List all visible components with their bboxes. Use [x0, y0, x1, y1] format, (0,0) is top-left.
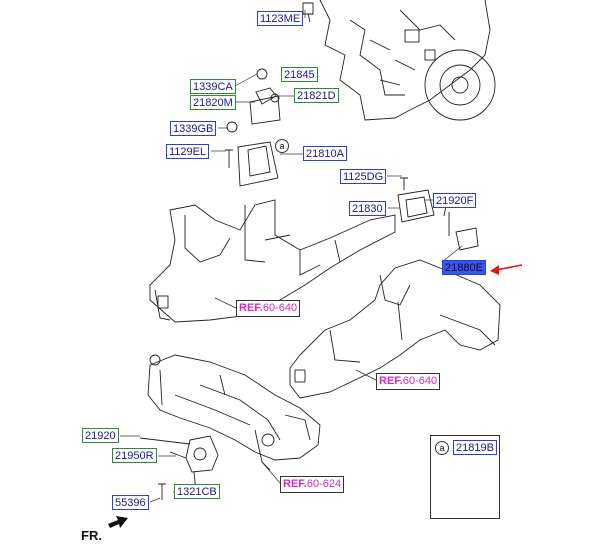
part-label-21821d[interactable]: 21821D — [294, 88, 339, 103]
bolt-1123me-drawing — [302, 2, 314, 23]
leader-lines — [120, 10, 463, 503]
front-direction-arrow — [108, 516, 128, 528]
front-side-member-right-drawing — [289, 259, 501, 399]
ref-number: 60-640 — [262, 302, 298, 314]
reference-box-3[interactable]: REF.60-624 — [280, 476, 345, 493]
part-label-1339gb[interactable]: 1339GB — [170, 121, 217, 136]
part-label-21810a[interactable]: 21810A — [303, 146, 347, 161]
reference-box-2[interactable]: REF.60-640 — [376, 373, 441, 390]
part-label-1339ca[interactable]: 1339CA — [190, 79, 236, 94]
ref-number: 60-640 — [402, 375, 438, 387]
part-label-1129el[interactable]: 1129EL — [166, 144, 210, 159]
part-label-21920[interactable]: 21920 — [82, 428, 119, 443]
transmission-mount-drawing — [397, 177, 479, 251]
part-label-21880e-highlighted[interactable]: 21880E — [442, 260, 486, 275]
callout-a-marker-inset: a — [435, 440, 449, 455]
callout-a-marker: a — [275, 139, 289, 153]
ref-prefix: REF. — [379, 375, 403, 387]
part-label-1321cb[interactable]: 1321CB — [174, 484, 220, 499]
part-label-55396[interactable]: 55396 — [112, 495, 149, 510]
part-label-21830[interactable]: 21830 — [349, 201, 386, 216]
part-label-21819b[interactable]: 21819B — [453, 440, 497, 455]
front-side-member-left-drawing — [149, 199, 396, 323]
part-label-21845[interactable]: 21845 — [281, 67, 318, 82]
pointer-arrow — [490, 264, 523, 275]
engine-mount-bracket-drawing — [225, 68, 281, 187]
reference-box-1[interactable]: REF.60-640 — [236, 300, 301, 317]
inset-header: a 21819B — [435, 440, 497, 455]
engine-block-outline — [319, 0, 496, 121]
part-label-21950r[interactable]: 21950R — [112, 448, 157, 463]
part-label-1123me[interactable]: 1123ME — [257, 11, 304, 26]
subframe-crossmember-drawing — [147, 354, 321, 471]
ref-number: 60-624 — [306, 478, 342, 490]
detail-inset-box: a 21819B — [430, 435, 500, 519]
part-label-21820m[interactable]: 21820M — [190, 95, 236, 110]
ref-prefix: REF. — [239, 302, 263, 314]
part-label-21920f[interactable]: 21920F — [433, 193, 477, 208]
part-label-1125dg[interactable]: 1125DG — [340, 169, 387, 184]
front-direction-label: FR. — [81, 528, 102, 543]
ref-prefix: REF. — [283, 478, 307, 490]
